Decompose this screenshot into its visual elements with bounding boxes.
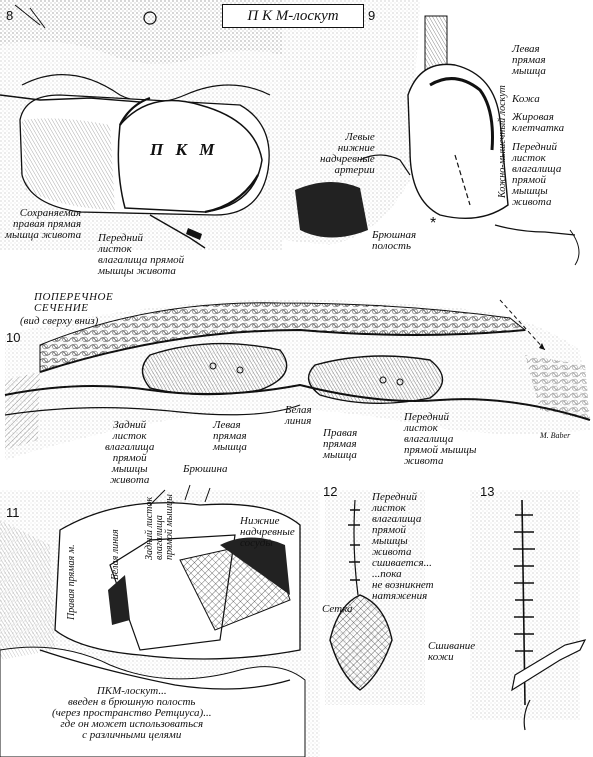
panel10-anterior-sheath-label: Передний листок влагалища прямой мышцы ж… <box>404 411 477 467</box>
preserved-muscle-label: Сохраняемая правая прямая мышца живота <box>5 207 82 241</box>
panel-number-11: 11 <box>6 505 20 520</box>
panel11-vessels-label: Нижние надчревные сосуды <box>240 515 295 549</box>
panel-number-8: 8 <box>6 8 14 23</box>
panel8-anterior-sheath-label: Передний листок влагалища прямой мышцы ж… <box>98 232 185 277</box>
panel9-arteries-label: Левые нижние надчревные артерии <box>320 131 375 176</box>
panel-10-drawing <box>4 299 591 460</box>
artist-signature: M. Baber <box>540 431 571 440</box>
panel-13-drawing <box>470 490 587 731</box>
panel13-skin-suture-label: Сшивание кожи <box>428 640 476 663</box>
panel10-posterior-sheath-label: Задний листок влагалища прямой мышцы жив… <box>105 419 155 486</box>
panel9-anterior-sheath-label: Передний листок влагалища прямой мышцы ж… <box>512 141 562 208</box>
section-title-label: ПОПЕРЕЧНОЕ СЕЧЕНИЕ <box>34 291 114 314</box>
panel11-caption: ПКМ-лоскут... введен в брюшную полость (… <box>52 685 212 741</box>
panel-11-drawing <box>0 484 320 757</box>
panel10-right-rectus-label: Правая прямая мышца <box>323 427 358 461</box>
panel10-left-rectus-label: Левая прямая мышца <box>213 419 247 453</box>
panel9-pedicle-label: Кожно-мышечный лоскут <box>497 85 508 198</box>
panel-number-9: 9 <box>368 8 376 23</box>
panel-number-12: 12 <box>323 484 338 499</box>
panel9-fat-label: Жировая клетчатка <box>512 111 565 134</box>
panel11-right-rectus-label: Правая прямая м. <box>66 544 77 620</box>
panel11-linea-alba-label: Белая линия <box>110 529 121 580</box>
panel-8-drawing <box>0 0 282 250</box>
plate-title: П К М-лоскут <box>222 4 364 28</box>
panel12-mesh-label: Сетка <box>322 603 353 615</box>
panel10-linea-alba-label: Белая линия <box>285 404 312 427</box>
panel9-asterisk: * <box>430 215 437 232</box>
panel12-suture-text: Передний листок влагалища прямой мышцы ж… <box>372 491 434 602</box>
panel9-left-rectus-label: Левая прямая мышца <box>512 43 546 77</box>
section-subtitle-label: (вид сверху вниз) <box>20 315 99 327</box>
panel-number-13: 13 <box>480 484 495 499</box>
panel-9-drawing <box>282 0 580 266</box>
panel-number-10: 10 <box>6 330 21 345</box>
panel11-posterior-sheath-label: Задний листок влагалища прямой мышцы <box>144 494 175 560</box>
panel9-skin-label: Кожа <box>512 93 540 105</box>
flap-label: П К М <box>150 140 219 159</box>
panel10-peritoneum-label: Брюшина <box>183 463 228 475</box>
panel9-cavity-label: Брюшная полость <box>372 229 417 252</box>
panel-12-drawing <box>325 490 425 705</box>
